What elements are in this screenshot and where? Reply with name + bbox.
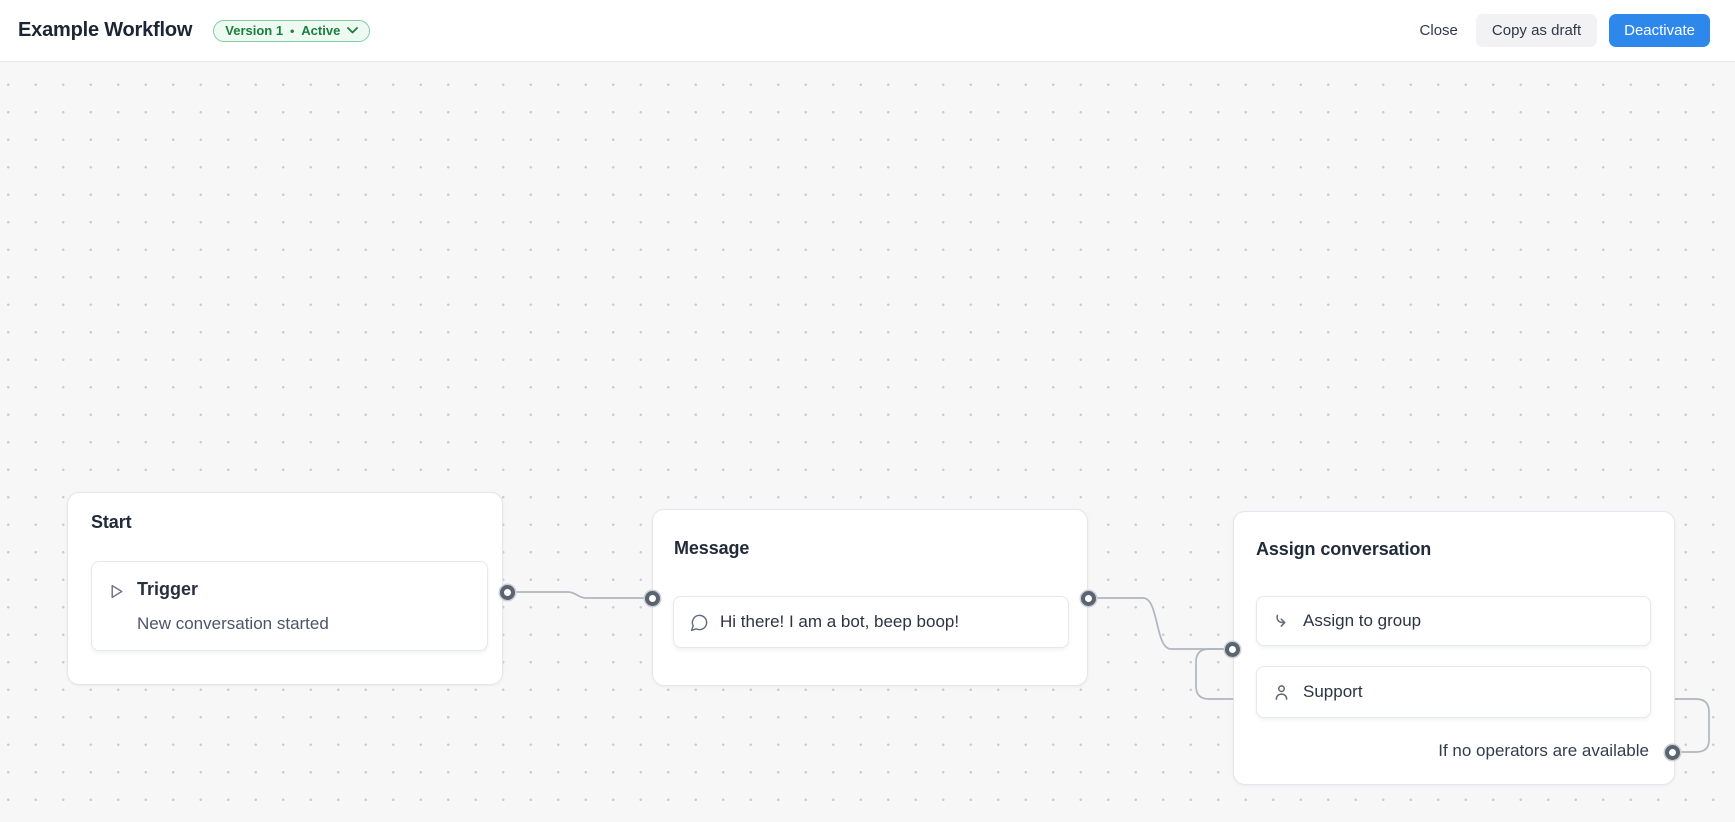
message-text: Hi there! I am a bot, beep boop! — [720, 612, 960, 631]
node-message[interactable]: Message Hi there! I am a bot, beep boop! — [652, 509, 1088, 686]
assign-to-group-label: Assign to group — [1303, 611, 1422, 630]
no-operators-branch-label: If no operators are available — [1438, 741, 1649, 760]
node-message-title: Message — [674, 538, 750, 558]
node-start-title: Start — [91, 512, 132, 532]
version-status-badge[interactable]: Version 1 • Active — [213, 19, 371, 42]
user-icon — [1272, 683, 1291, 702]
status-label: Active — [301, 23, 341, 38]
assign-to-group-card[interactable]: Assign to group — [1256, 596, 1651, 646]
workflow-canvas[interactable] — [0, 62, 1735, 822]
chevron-down-icon — [347, 27, 359, 34]
top-bar: Example Workflow Version 1 • Active Clos… — [0, 0, 1735, 62]
connector-no-operators-output[interactable] — [1664, 744, 1680, 760]
close-button[interactable]: Close — [1414, 14, 1464, 47]
trigger-step-card[interactable]: Trigger New conversation started — [91, 561, 488, 651]
trigger-subtitle: New conversation started — [137, 614, 329, 633]
connector-assign-input[interactable] — [1224, 641, 1240, 657]
message-circle-icon — [690, 613, 709, 632]
deactivate-button[interactable]: Deactivate — [1609, 14, 1710, 47]
arrow-hook-right-icon — [1272, 612, 1291, 631]
trigger-title: Trigger — [137, 579, 199, 599]
assign-team-label: Support — [1303, 682, 1363, 701]
node-start[interactable]: Start Trigger New conversation started — [67, 492, 503, 685]
message-step-card[interactable]: Hi there! I am a bot, beep boop! — [673, 596, 1069, 648]
assign-team-card[interactable]: Support — [1256, 666, 1651, 718]
topbar-actions: Close Copy as draft Deactivate — [1414, 14, 1710, 47]
copy-as-draft-button[interactable]: Copy as draft — [1475, 14, 1598, 47]
connector-message-output[interactable] — [1080, 590, 1096, 606]
workflow-title: Example Workflow — [18, 19, 193, 41]
badge-separator: • — [290, 23, 295, 38]
connector-start-output[interactable] — [499, 584, 515, 600]
play-icon — [107, 582, 126, 601]
node-assign-title: Assign conversation — [1256, 539, 1432, 559]
node-assign-conversation[interactable]: Assign conversation Assign to group Supp… — [1233, 511, 1675, 785]
version-label: Version 1 — [225, 23, 284, 38]
connector-message-input[interactable] — [644, 590, 660, 606]
